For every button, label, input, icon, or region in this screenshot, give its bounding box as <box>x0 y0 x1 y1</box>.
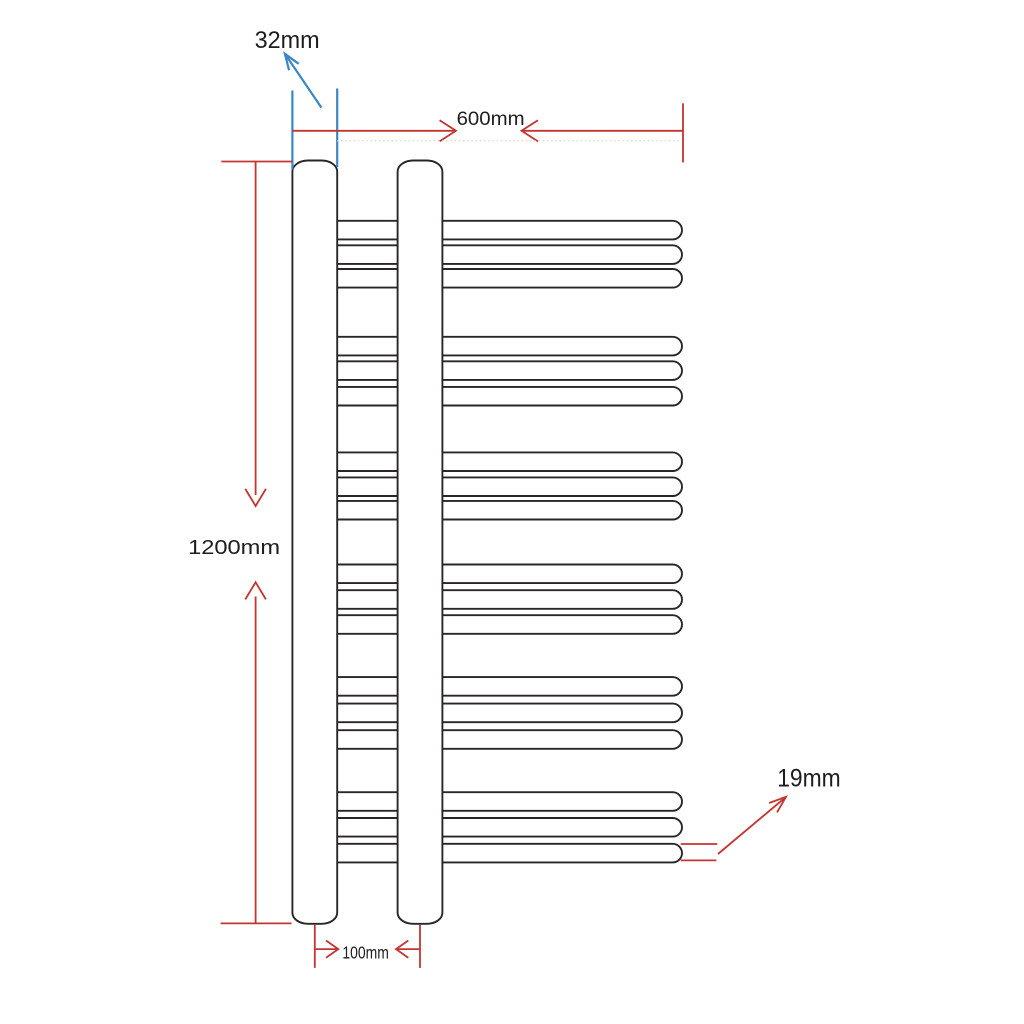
svg-text:32mm: 32mm <box>255 27 320 54</box>
svg-text:19mm: 19mm <box>777 766 841 793</box>
svg-text:1200mm: 1200mm <box>188 537 280 559</box>
svg-text:600mm: 600mm <box>457 109 525 130</box>
svg-text:100mm: 100mm <box>342 942 389 962</box>
